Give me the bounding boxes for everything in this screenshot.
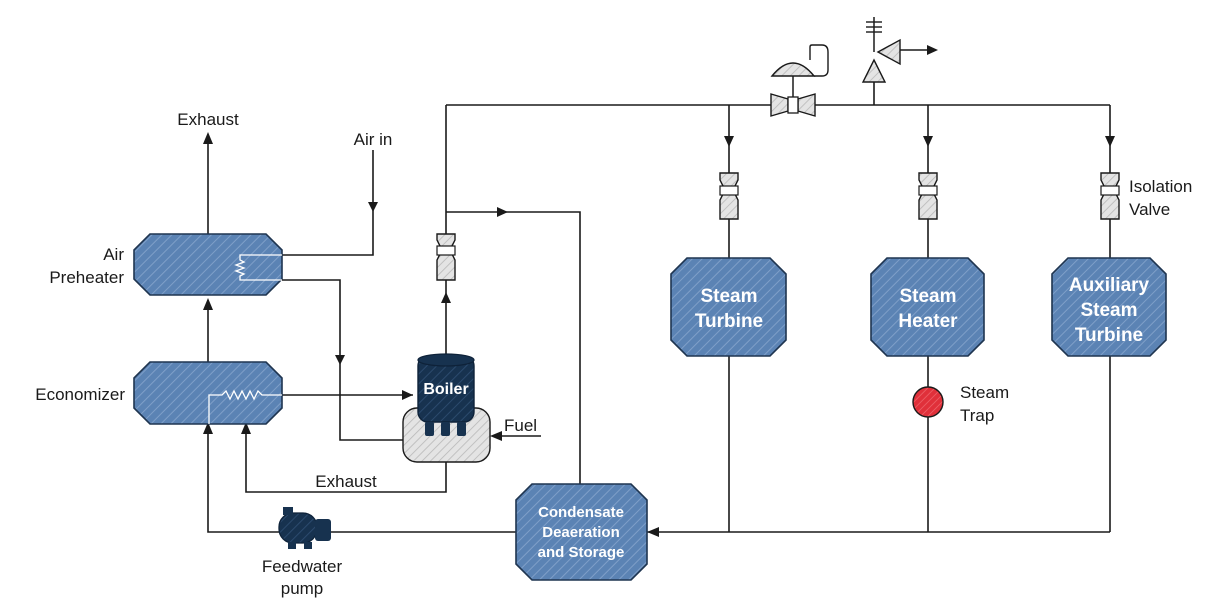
air-in-label: Air in xyxy=(354,130,393,149)
arrow-to-boiler xyxy=(402,390,413,400)
steam-heater-label-line2: Heater xyxy=(898,311,958,332)
feedwater-label-line2: pump xyxy=(281,579,324,598)
arrow-return-condensate xyxy=(647,527,659,537)
arrow-branch-aux xyxy=(1105,136,1115,147)
auxiliary-steam-turbine xyxy=(1051,257,1167,357)
condensate-label-line1: Condensate xyxy=(538,504,624,521)
economizer-label: Economizer xyxy=(35,385,125,404)
air-preheater xyxy=(133,233,283,296)
isolation-valve-label-line2: Valve xyxy=(1129,200,1170,219)
arrow-fuel xyxy=(490,431,502,441)
aux-turbine-label-line1: Auxiliary xyxy=(1069,275,1150,296)
heating-coil-icon xyxy=(234,254,282,281)
isolation-valve-icon[interactable] xyxy=(436,233,456,281)
condensate-label-line3: and Storage xyxy=(538,544,625,561)
isolation-valve-label-line1: Isolation xyxy=(1129,177,1192,196)
arrow-feedwater-up xyxy=(203,422,213,434)
boiler-label: Boiler xyxy=(423,381,468,398)
arrow-exhaust-return-up xyxy=(241,422,251,434)
steam-heater-label-line1: Steam xyxy=(899,286,956,307)
arrow-branch-heater xyxy=(923,136,933,147)
arrow-to-deaerator xyxy=(497,207,508,217)
pump-icon xyxy=(278,507,331,549)
steam-heater xyxy=(870,257,985,357)
heating-coil-icon xyxy=(208,389,282,424)
fuel-label: Fuel xyxy=(504,416,537,435)
condensate-deaeration-storage xyxy=(515,483,648,581)
arrow-relief-out xyxy=(927,45,938,55)
aux-turbine-label-line2: Steam xyxy=(1080,300,1137,321)
condensate-label-line2: Deaeration xyxy=(542,524,620,541)
isolation-valve-icon[interactable] xyxy=(719,172,739,220)
isolation-valve-icon[interactable] xyxy=(918,172,938,220)
steam-turbine-label-line2: Turbine xyxy=(695,311,763,332)
steam-trap-label-line1: Steam xyxy=(960,383,1009,402)
air-preheater-label-line2: Preheater xyxy=(49,268,124,287)
labels: Exhaust Air in Air Preheater Economizer … xyxy=(35,110,1192,598)
flow-arrows xyxy=(203,45,1115,537)
economizer xyxy=(133,361,283,425)
aux-turbine-label-line3: Turbine xyxy=(1075,325,1143,346)
arrow-exhaust-up xyxy=(203,132,213,144)
exhaust-bottom-label: Exhaust xyxy=(315,472,377,491)
arrow-air-down xyxy=(335,355,345,365)
steam-turbine xyxy=(670,257,787,357)
control-valve-icon[interactable] xyxy=(770,44,829,117)
relief-valve-icon[interactable] xyxy=(861,17,928,83)
steam-trap-label-line2: Trap xyxy=(960,406,994,425)
air-preheater-label-line1: Air xyxy=(103,245,124,264)
steam-trap-icon[interactable] xyxy=(912,386,944,418)
isolation-valve-icon[interactable] xyxy=(1100,172,1120,220)
arrow-economizer-to-preheater xyxy=(203,298,213,310)
arrow-branch-turbine xyxy=(724,136,734,147)
steam-turbine-label-line1: Steam xyxy=(700,286,757,307)
boiler xyxy=(402,353,491,463)
arrow-steam-up xyxy=(441,292,451,303)
feedwater-label-line1: Feedwater xyxy=(262,557,343,576)
exhaust-top-label: Exhaust xyxy=(177,110,239,129)
arrow-air-in-down xyxy=(368,202,378,212)
